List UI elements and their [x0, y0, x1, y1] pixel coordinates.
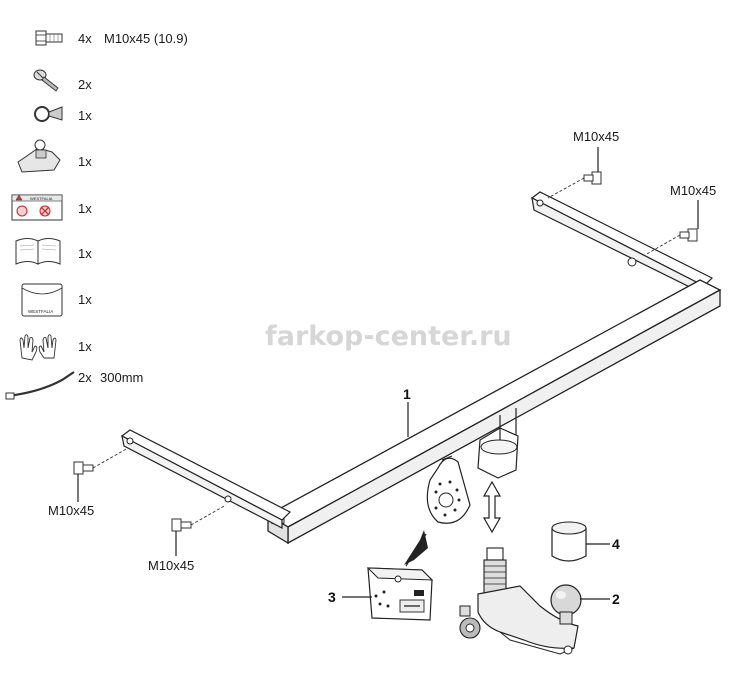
- electrical-socket-housing: [366, 567, 434, 621]
- parts-row-ring: 1x: [34, 106, 92, 123]
- warning-label-brand: WESTFALIA: [30, 196, 53, 201]
- parts-row-gloves: 1x: [19, 334, 92, 361]
- bolt-label: M10x45: [148, 558, 194, 573]
- parts-list: 4x M10x45 (10.9) 2x 1x: [5, 30, 188, 400]
- parts-qty: 1x: [78, 201, 92, 216]
- callout-number: 3: [328, 589, 336, 605]
- parts-row-warning-label: WESTFALIA 1x: [11, 194, 92, 221]
- bolt-label: M10x45: [573, 129, 619, 144]
- bolt-label: M10x45: [48, 503, 94, 518]
- parts-row-pouch: WESTFALIA 1x: [21, 283, 92, 317]
- bolt-icon: [73, 461, 94, 475]
- bolt-icon: [171, 518, 192, 532]
- arrow-icon: [404, 530, 428, 565]
- ball-cap: [551, 521, 587, 562]
- callout-2: 2: [580, 591, 620, 607]
- pouch-icon: WESTFALIA: [21, 283, 63, 317]
- parts-row-manual: 1x: [15, 238, 92, 265]
- callout-number: 2: [612, 591, 620, 607]
- screw-icon: [33, 69, 59, 92]
- callout-number: 4: [612, 536, 620, 552]
- pouch-brand: WESTFALIA: [28, 309, 53, 314]
- warning-label-icon: WESTFALIA: [11, 194, 63, 221]
- cable-tie-icon: [5, 371, 75, 400]
- parts-qty: 1x: [78, 292, 92, 307]
- gloves-icon: [19, 334, 57, 361]
- parts-desc: 300mm: [100, 370, 143, 385]
- callout-1: 1: [403, 386, 411, 437]
- socket-mounting-plate: [426, 455, 471, 524]
- parts-qty: 1x: [78, 339, 92, 354]
- parts-qty: 2x: [78, 370, 92, 385]
- callout-4: 4: [586, 536, 620, 552]
- bolt-top-right: M10x45: [644, 183, 716, 256]
- crossbar-frame: [120, 191, 722, 545]
- parts-row-cable-tie: 2x 300mm: [5, 370, 143, 400]
- bolt-bottom: M10x45: [148, 504, 227, 573]
- insert-direction-arrow: [482, 480, 502, 534]
- bolt-icon: [679, 228, 698, 242]
- bolt-left: M10x45: [48, 447, 129, 518]
- callout-number: 1: [403, 386, 411, 402]
- parts-qty: 2x: [78, 77, 92, 92]
- tow-ball-neck: [459, 547, 582, 655]
- parts-qty: 4x: [78, 31, 92, 46]
- parts-desc: M10x45 (10.9): [104, 31, 188, 46]
- bolt-icon: [35, 30, 63, 46]
- parts-row-bolt: 4x M10x45 (10.9): [35, 30, 188, 46]
- handwheel-icon: [459, 605, 481, 639]
- ring-icon: [34, 106, 63, 122]
- socket-cover-icon: [17, 139, 61, 173]
- bolt-top-left: M10x45: [547, 129, 619, 199]
- parts-row-socket-cover: 1x: [17, 139, 92, 173]
- bolt-icon: [583, 171, 602, 185]
- parts-qty: 1x: [78, 108, 92, 123]
- parts-row-screw: 2x: [33, 69, 92, 92]
- callout-3: 3: [328, 589, 372, 605]
- manual-book-icon: [15, 238, 61, 265]
- parts-qty: 1x: [78, 246, 92, 261]
- watermark: farkop-center.ru: [265, 321, 512, 352]
- parts-qty: 1x: [78, 154, 92, 169]
- bolt-label: M10x45: [670, 183, 716, 198]
